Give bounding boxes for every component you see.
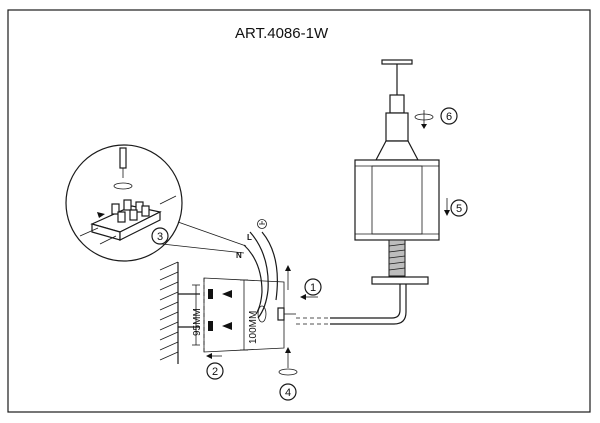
nut-icon: [278, 368, 298, 376]
wire-earth: [261, 231, 278, 301]
step-6-marker: 6: [414, 107, 458, 129]
bracket-slot-bottom: [208, 321, 213, 331]
detail-leader-2: [161, 243, 245, 254]
bracket-slot-top: [208, 289, 213, 299]
terminal-block-detail: 3: [65, 144, 247, 262]
step-5-marker: 5: [444, 198, 468, 217]
dimension-95mm: 95MM: [192, 284, 203, 346]
shade-base-plate: [371, 276, 429, 285]
screw-arrow-bottom: [222, 322, 232, 330]
socket-collar: [375, 140, 419, 161]
step-3-label: 3: [157, 231, 163, 243]
lamp-fixture: [296, 59, 440, 325]
step-2-label: 2: [212, 366, 218, 378]
step-4-circle: [279, 383, 297, 401]
step-1-label: 1: [310, 282, 316, 294]
cable-grommet: [257, 305, 267, 323]
wire-live: [249, 231, 269, 319]
arm-lower: [330, 284, 407, 325]
backplate: [203, 277, 296, 353]
step-4-marker: 4: [278, 347, 298, 401]
step-1-marker: 1: [285, 265, 322, 300]
step-2-marker: 2: [206, 353, 224, 380]
top-cap: [381, 59, 413, 65]
wall-hatching: [159, 261, 179, 361]
earth-symbol-icon: [257, 219, 267, 229]
sheet-border: [7, 9, 591, 413]
screw-arrow-top: [222, 290, 232, 298]
label-neutral: N: [236, 251, 242, 260]
step-3-circle: [151, 227, 169, 245]
arm-upper: [330, 284, 401, 319]
step-2-circle: [206, 362, 224, 380]
detail-leader-1: [177, 221, 247, 247]
step-4-label: 4: [285, 387, 291, 399]
side-screw: [277, 307, 285, 321]
screwdriver-icon: [119, 147, 127, 169]
wire-neutral: [243, 244, 263, 315]
dimension-95-label: 95MM: [192, 308, 203, 336]
step-6-label: 6: [446, 111, 452, 123]
step-1-circle: [304, 278, 322, 296]
detail-circle: [65, 144, 183, 262]
step-5-label: 5: [456, 203, 462, 215]
dimension-100-label: 100MM: [248, 311, 259, 344]
dimension-100mm: 100MM: [240, 279, 259, 351]
article-title: ART.4086-1W: [235, 25, 329, 42]
terminal-screws: [111, 199, 150, 223]
rotate-ring-icon: [113, 182, 133, 190]
step-6-circle: [440, 107, 458, 125]
step-5-circle: [450, 199, 468, 217]
glass-shade: [354, 159, 440, 241]
label-live: L: [247, 233, 252, 242]
supply-wires: L N: [236, 219, 278, 319]
socket-lower: [385, 112, 409, 142]
socket-upper: [389, 94, 405, 114]
thread-lines: [388, 243, 406, 271]
